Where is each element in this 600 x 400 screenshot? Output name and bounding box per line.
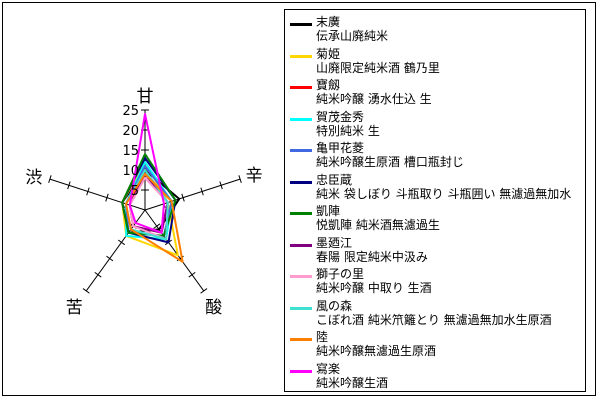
legend-series-name: 風の森 [316, 298, 353, 313]
legend-series-name: 賀茂金秀 [316, 109, 365, 124]
legend-item: 凱陣悦凱陣 純米酒無濾過生 [285, 204, 585, 232]
legend-series-name: 獅子の里 [316, 267, 365, 281]
tick-label: 15 [122, 144, 139, 159]
tick-label: 5 [131, 184, 139, 199]
legend-swatch [290, 54, 312, 58]
axis-line [144, 178, 241, 211]
axis-tick [153, 223, 161, 229]
axis-tick [48, 175, 52, 184]
legend-series-subtitle: こぼれ酒 純米笊籬とり 無濾過無加水生原酒 [316, 312, 552, 327]
legend-series-name: 凱陣 [316, 204, 341, 218]
legend-series-name: 寶劔 [316, 78, 341, 92]
legend-series-name: 陸 [316, 330, 329, 344]
axis-label: 苦 [66, 298, 83, 318]
legend-series-subtitle: 純米吟醸 湧水仕込 生 [316, 92, 432, 106]
legend-item: 墨廼江春陽 限定純米中汲み [285, 235, 585, 263]
legend-swatch [290, 23, 312, 26]
legend-series-subtitle: 伝承山廃純米 [316, 29, 389, 43]
axis-tick [86, 187, 90, 196]
legend-series-subtitle: 山廃限定純米酒 鶴乃里 [316, 60, 440, 75]
legend-series-subtitle: 純米吟醸 中取り 生酒 [316, 281, 432, 295]
legend-item: 風の森こぼれ酒 純米笊籬とり 無濾過無加水生原酒 [285, 298, 585, 326]
axis-tick [106, 255, 114, 262]
radar-grid [48, 109, 242, 294]
legend-series-name: 墨廼江 [316, 235, 353, 250]
legend-series-subtitle: 春陽 限定純米中汲み [316, 249, 428, 264]
legend-series-subtitle: 特別純米 生 [316, 123, 380, 138]
legend-series-subtitle: 悦凱陣 純米酒無濾過生 [316, 218, 440, 232]
legend-item: 賀茂金秀特別純米 生 [285, 109, 585, 137]
legend-swatch [290, 180, 312, 184]
legend-series-subtitle: 純米吟醸生原酒 槽口瓶封じ [316, 155, 464, 169]
legend-series-subtitle: 純米吟醸無濾過生原酒 [316, 344, 437, 358]
legend-item: 菊姫山廃限定純米酒 鶴乃里 [285, 46, 585, 74]
legend-series-name: 寫楽 [316, 361, 341, 376]
axis-tick [200, 187, 204, 196]
axis-label: 渋 [25, 168, 42, 188]
axis-tick [105, 193, 109, 202]
legend-swatch [290, 117, 312, 121]
axis-tick [188, 271, 196, 278]
axis-tick [94, 271, 102, 278]
legend-item: 忠臣蔵純米 袋しぼり 斗瓶取り 斗瓶囲い 無濾過無加水 [285, 172, 585, 200]
tick-label: 10 [122, 164, 139, 179]
axis-label: 酸 [205, 298, 222, 318]
axis-tick [181, 193, 185, 202]
legend-series-subtitle: 純米 袋しぼり 斗瓶取り 斗瓶囲い 無濾過無加水 [316, 186, 572, 201]
axis-line [144, 209, 205, 292]
legend-series-subtitle: 純米吟醸生酒 [316, 375, 389, 390]
series-line [128, 113, 165, 234]
legend-item: 亀甲花菱純米吟醸生原酒 槽口瓶封じ [285, 141, 585, 169]
legend-item: 陸純米吟醸無濾過生原酒 [285, 330, 585, 358]
legend-series-name: 菊姫 [316, 46, 341, 61]
series-line [125, 173, 184, 263]
legend-swatch [290, 369, 312, 373]
legend-swatch [290, 275, 312, 278]
chart-frame [2, 2, 596, 396]
chart-legend: 末廣伝承山廃純米菊姫山廃限定純米酒 鶴乃里寶劔純米吟醸 湧水仕込 生賀茂金秀特別… [284, 9, 586, 392]
tick-label: 25 [122, 104, 139, 119]
axis-tick [200, 288, 208, 294]
axis-label: 辛 [246, 166, 263, 186]
legend-item: 末廣伝承山廃純米 [285, 15, 585, 43]
legend-item: 獅子の里純米吟醸 中取り 生酒 [285, 267, 585, 295]
legend-swatch [290, 243, 312, 247]
axis-tick [67, 181, 71, 190]
legend-series-name: 忠臣蔵 [316, 172, 353, 187]
legend-swatch [290, 306, 312, 310]
axis-tick [219, 181, 223, 190]
axis-tick [238, 175, 242, 184]
axis-tick [117, 239, 126, 246]
legend-swatch [290, 338, 312, 341]
legend-item: 寫楽純米吟醸生酒 [285, 361, 585, 389]
legend-swatch [290, 212, 312, 215]
legend-series-name: 亀甲花菱 [316, 141, 365, 155]
axis-tick [82, 288, 90, 294]
legend-series-name: 末廣 [316, 15, 341, 29]
legend-swatch [290, 149, 312, 152]
radar-series [121, 113, 184, 263]
tick-label: 20 [122, 124, 139, 139]
axis-label: 甘 [137, 87, 154, 107]
legend-swatch [290, 86, 312, 89]
legend-item: 寶劔純米吟醸 湧水仕込 生 [285, 78, 585, 106]
